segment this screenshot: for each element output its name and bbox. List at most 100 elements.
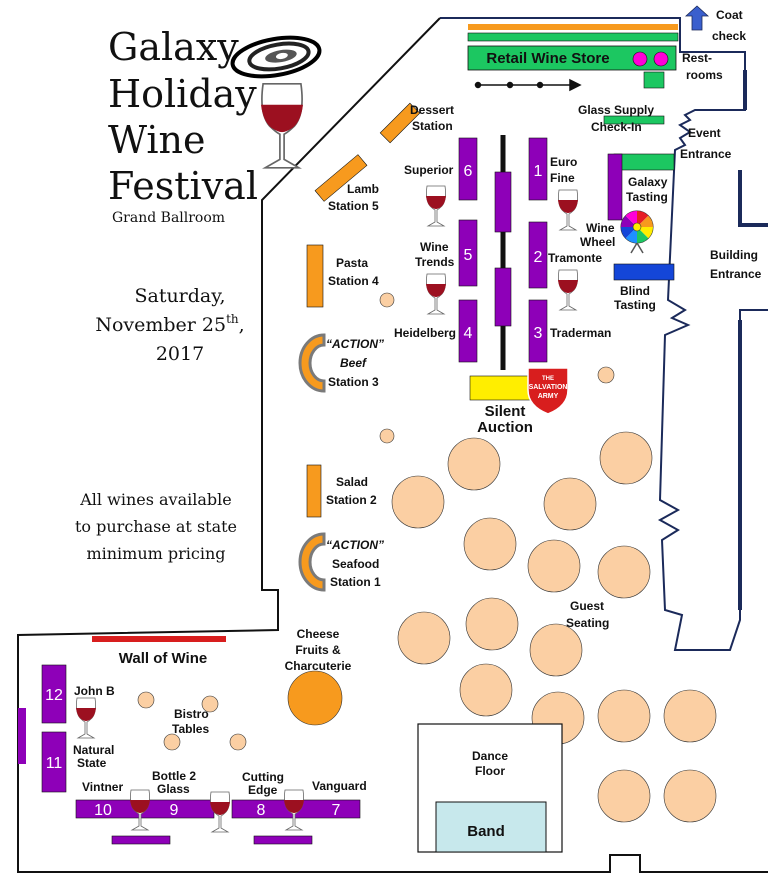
booth-6[interactable]: 6 <box>458 137 478 201</box>
svg-text:Galaxy: Galaxy <box>628 175 668 189</box>
event-title: Galaxy Holiday Wine Festival Grand Ballr… <box>108 25 258 226</box>
blind-tasting[interactable] <box>613 263 675 281</box>
lamb-station[interactable] <box>314 154 368 202</box>
coat-check-arrow-icon <box>684 5 710 31</box>
svg-text:2: 2 <box>534 249 543 266</box>
svg-text:Check-In: Check-In <box>591 120 642 134</box>
svg-text:5: 5 <box>464 247 473 264</box>
svg-text:Traderman: Traderman <box>550 326 611 340</box>
svg-text:ARMY: ARMY <box>538 393 559 400</box>
silent-auction[interactable] <box>469 375 531 401</box>
svg-text:Cheese: Cheese <box>297 627 340 641</box>
svg-text:November 25th,: November 25th, <box>95 312 244 336</box>
svg-text:Fruits &: Fruits & <box>295 643 341 657</box>
svg-text:Rest-: Rest- <box>682 51 712 65</box>
ballroom-outline <box>440 17 768 651</box>
svg-text:9: 9 <box>170 802 179 819</box>
beef-action-station[interactable] <box>298 333 326 393</box>
booth-11[interactable]: 11 <box>41 731 67 793</box>
svg-text:Holiday: Holiday <box>108 72 257 116</box>
wine-glass-icon <box>425 273 447 315</box>
wall-of-wine[interactable] <box>92 636 226 642</box>
svg-text:Glass: Glass <box>157 782 190 796</box>
svg-text:Bottle 2: Bottle 2 <box>152 769 196 783</box>
svg-text:to purchase at state: to purchase at state <box>75 517 237 536</box>
svg-text:Glass Supply: Glass Supply <box>578 103 654 117</box>
svg-text:Vanguard: Vanguard <box>312 779 367 793</box>
svg-text:minimum pricing: minimum pricing <box>86 544 225 563</box>
wine-glass-icon <box>75 697 97 739</box>
salvation-army-shield-icon: THE SALVATION ARMY <box>527 367 569 415</box>
svg-text:SALVATION: SALVATION <box>529 384 568 391</box>
wine-glass-icon <box>557 189 579 231</box>
svg-text:Band: Band <box>467 823 505 840</box>
svg-text:Floor: Floor <box>475 764 505 778</box>
svg-text:Seating: Seating <box>566 616 609 630</box>
svg-text:Entrance: Entrance <box>680 147 732 161</box>
svg-text:Trends: Trends <box>415 255 455 269</box>
svg-text:Building: Building <box>710 248 758 262</box>
svg-text:10: 10 <box>94 802 112 819</box>
svg-text:Heidelberg: Heidelberg <box>394 326 456 340</box>
booth-3[interactable]: 3 <box>528 299 548 363</box>
svg-text:Euro: Euro <box>550 155 577 169</box>
svg-text:“ACTION”: “ACTION” <box>326 337 384 351</box>
svg-text:4: 4 <box>464 325 473 342</box>
booth-12[interactable]: 12 <box>41 664 67 724</box>
booth-4[interactable]: 4 <box>458 299 478 363</box>
svg-text:Tasting: Tasting <box>614 298 656 312</box>
svg-text:Guest: Guest <box>570 599 604 613</box>
svg-text:1: 1 <box>534 163 543 180</box>
wine-glass-icon <box>557 269 579 311</box>
svg-text:Station 2: Station 2 <box>326 493 377 507</box>
svg-text:Blind: Blind <box>620 284 650 298</box>
svg-text:THE: THE <box>542 376 554 382</box>
svg-text:Seafood: Seafood <box>332 557 379 571</box>
svg-text:Wine: Wine <box>420 240 449 254</box>
svg-text:“ACTION”: “ACTION” <box>326 538 384 552</box>
svg-text:Grand Ballroom: Grand Ballroom <box>112 210 225 226</box>
galaxy-swirl-logo <box>230 35 322 79</box>
cheese-fruits-charcuterie-table[interactable] <box>287 670 343 726</box>
booth-1[interactable]: 1 <box>528 137 548 201</box>
svg-text:Wine: Wine <box>586 221 615 235</box>
svg-text:Beef: Beef <box>340 356 367 370</box>
guest-seating-tables <box>391 431 717 823</box>
dessert-station[interactable] <box>379 102 421 144</box>
svg-text:Wheel: Wheel <box>580 235 615 249</box>
svg-text:Charcuterie: Charcuterie <box>285 659 352 673</box>
pasta-station[interactable] <box>306 244 324 308</box>
svg-text:Station 3: Station 3 <box>328 375 379 389</box>
svg-text:11: 11 <box>46 755 63 772</box>
svg-text:Silent: Silent <box>485 403 526 420</box>
svg-text:Bistro: Bistro <box>174 707 209 721</box>
band-stage[interactable] <box>435 801 547 853</box>
svg-text:Galaxy: Galaxy <box>108 25 239 69</box>
svg-text:8: 8 <box>257 802 266 819</box>
svg-text:Wall of Wine: Wall of Wine <box>119 650 207 667</box>
svg-text:Salad: Salad <box>336 475 368 489</box>
svg-text:Festival: Festival <box>108 164 258 208</box>
wine-wheel-icon[interactable] <box>620 210 654 254</box>
svg-text:rooms: rooms <box>686 68 723 82</box>
svg-text:State: State <box>77 756 107 770</box>
svg-text:Auction: Auction <box>477 419 533 436</box>
svg-text:Tramonte: Tramonte <box>548 251 602 265</box>
svg-text:Lamb: Lamb <box>347 182 379 196</box>
galaxy-tasting[interactable] <box>613 153 675 171</box>
svg-text:Station 1: Station 1 <box>330 575 381 589</box>
booth-5[interactable]: 5 <box>458 219 478 287</box>
glass-supply-checkin[interactable] <box>603 115 665 125</box>
svg-text:Tables: Tables <box>172 722 209 736</box>
svg-text:Cutting: Cutting <box>242 770 284 784</box>
retail-circle-icon <box>632 51 648 67</box>
svg-text:6: 6 <box>464 163 473 180</box>
svg-text:Station 5: Station 5 <box>328 199 379 213</box>
seafood-action-station[interactable] <box>298 532 326 592</box>
wine-glass-logo-icon <box>259 82 305 169</box>
svg-text:Wine: Wine <box>108 118 206 162</box>
retail-circle-icon <box>653 51 669 67</box>
booth-2[interactable]: 2 <box>528 221 548 289</box>
svg-text:Vintner: Vintner <box>82 780 123 794</box>
salad-station[interactable] <box>306 464 322 518</box>
